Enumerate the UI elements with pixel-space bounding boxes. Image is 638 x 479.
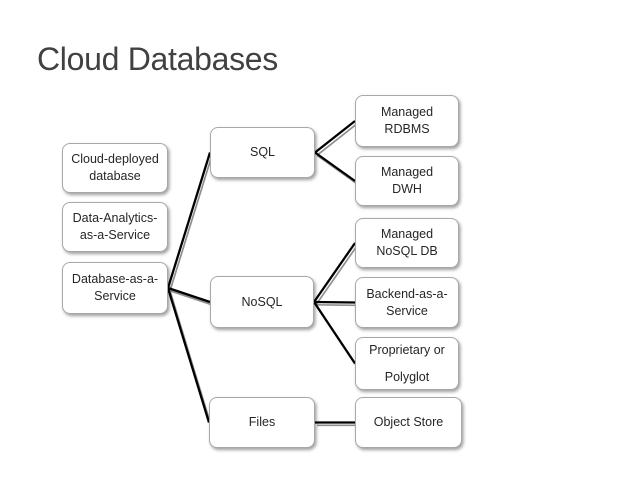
- diagram-box-database-as-a-service: Database-as-a- Service: [62, 262, 168, 314]
- diagram-box-files: Files: [209, 397, 315, 448]
- diagram-box-proprietary-or-polyglot: Proprietary or Polyglot: [355, 337, 459, 390]
- diagram-box-label: Managed NoSQL DB: [376, 227, 438, 258]
- connector-sql-managed-dwh: [314, 151, 356, 182]
- diagram-box-label: Managed DWH: [380, 165, 434, 196]
- diagram-box-object-store: Object Store: [355, 397, 462, 448]
- connector-shadow-nosql-managed-nosql-db: [315, 245, 358, 306]
- diagram-box-label: SQL: [249, 145, 275, 160]
- connector-database-as-a-service-sql: [166, 152, 212, 289]
- connector-nosql-managed-nosql-db: [313, 242, 356, 303]
- diagram-box-managed-dwh: Managed DWH: [355, 156, 459, 206]
- diagram-box-managed-rdbms: Managed RDBMS: [355, 95, 459, 147]
- diagram-box-label: Managed RDBMS: [380, 105, 434, 136]
- connector-nosql-proprietary-or-polyglot: [313, 301, 356, 365]
- diagram-box-data-analytics-as-a-service: Data-Analytics- as-a-Service: [62, 202, 168, 252]
- diagram-box-label: Object Store: [373, 415, 444, 430]
- diagram-box-label: Files: [248, 415, 276, 430]
- diagram-box-nosql: NoSQL: [210, 276, 314, 328]
- connector-nosql-backend-as-a-service: [313, 300, 356, 304]
- diagram-box-label: Backend-as-a- Service: [366, 286, 448, 318]
- slide-title: Cloud Databases: [37, 41, 278, 77]
- diagram-box-label: Data-Analytics- as-a-Service: [72, 211, 158, 242]
- diagram-box-label: NoSQL: [241, 294, 283, 309]
- connector-database-as-a-service-files: [166, 287, 211, 423]
- diagram-box-label: Proprietary or Polyglot: [369, 342, 445, 384]
- connector-shadow-nosql-backend-as-a-service: [315, 303, 358, 307]
- diagram-box-backend-as-a-service: Backend-as-a- Service: [355, 277, 459, 328]
- connector-shadow-database-as-a-service-sql: [169, 155, 213, 292]
- diagram-box-label: Database-as-a- Service: [71, 272, 159, 303]
- diagram-box-sql: SQL: [210, 127, 315, 178]
- diagram-box-managed-nosql-db: Managed NoSQL DB: [355, 218, 459, 268]
- connector-database-as-a-service-nosql: [167, 286, 211, 304]
- connector-shadow-database-as-a-service-nosql: [169, 289, 213, 306]
- connector-shadow-sql-managed-rdbms: [316, 123, 358, 156]
- connector-sql-managed-rdbms: [314, 120, 356, 154]
- diagram-box-label: Cloud-deployed database: [71, 152, 159, 183]
- diagram-box-cloud-deployed-database: Cloud-deployed database: [62, 143, 168, 193]
